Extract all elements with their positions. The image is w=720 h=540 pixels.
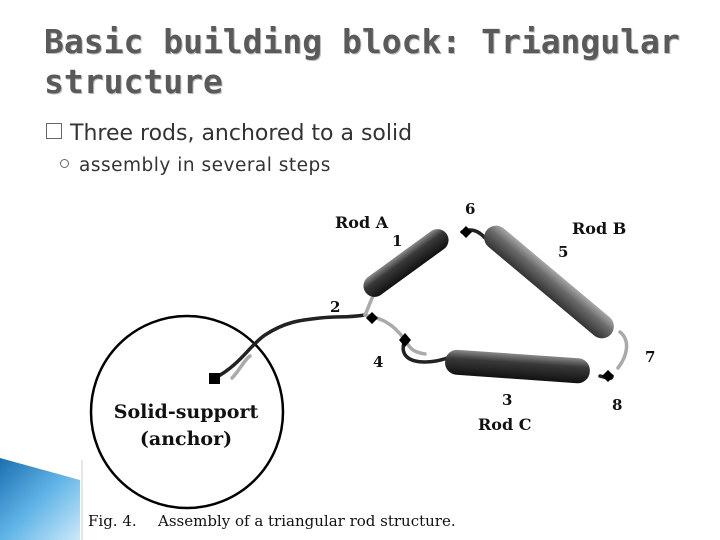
rod-b-label: Rod B xyxy=(572,219,626,238)
anchor-label-line-2: (anchor) xyxy=(140,428,232,450)
step-number-4: 4 xyxy=(373,353,383,371)
step-number-1: 1 xyxy=(392,232,402,250)
rod-c-label: Rod C xyxy=(478,415,531,434)
step-number-3: 3 xyxy=(502,391,512,409)
step-number-5: 5 xyxy=(558,243,568,261)
junction-marker-4 xyxy=(399,333,411,347)
slide-title: Basic building block: Triangular structu… xyxy=(44,22,680,101)
anchor-junction-marker xyxy=(209,373,220,384)
decorative-corner-shape xyxy=(0,458,80,540)
bullet-list: Three rods, anchored to a solid assembly… xyxy=(46,118,686,182)
rod-a-shape xyxy=(363,229,449,297)
anchor-label-line-1: Solid-support xyxy=(114,401,259,423)
junction-marker-8 xyxy=(602,370,614,382)
sub-bullet-text: assembly in several steps xyxy=(79,155,331,176)
step-number-2: 2 xyxy=(330,298,340,316)
sub-bullet-item: assembly in several steps xyxy=(60,150,686,182)
triangular-assembly-figure: Rod A Rod B Rod C Solid-support (anchor)… xyxy=(0,200,655,540)
junction-marker-2 xyxy=(366,312,378,324)
bullet-item: Three rods, anchored to a solid xyxy=(46,118,686,150)
step-number-8: 8 xyxy=(612,396,622,414)
circle-bullet-icon xyxy=(60,159,69,168)
figure-caption-label: Fig. 4. xyxy=(88,512,137,530)
rod-b-shape xyxy=(484,225,614,339)
step-number-7: 7 xyxy=(645,348,655,366)
rod-c-shape xyxy=(445,349,590,384)
step-number-6: 6 xyxy=(465,200,475,218)
junction-marker-6 xyxy=(460,226,472,238)
bullet-text: Three rods, anchored to a solid xyxy=(70,121,413,146)
square-bullet-icon xyxy=(46,123,62,139)
rod-a-label: Rod A xyxy=(335,213,389,232)
figure-caption-text: Assembly of a triangular rod structure. xyxy=(157,512,456,530)
